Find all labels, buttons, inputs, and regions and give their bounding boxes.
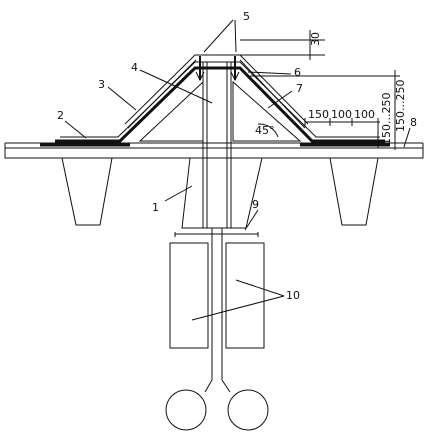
dim-spacing-1: 150 <box>308 108 329 121</box>
callout-3: 3 <box>98 78 105 91</box>
callout-9: 9 <box>252 198 259 211</box>
leader-lines <box>64 19 411 321</box>
callout-1: 1 <box>152 201 159 214</box>
callout-5: 5 <box>243 10 250 23</box>
callout-6: 6 <box>294 66 301 79</box>
callout-4: 4 <box>131 61 138 74</box>
dim-height-range: 150...250 <box>394 80 407 132</box>
lower-joint <box>174 228 259 380</box>
insulation-fill-right <box>232 80 302 142</box>
block-left <box>169 242 209 349</box>
fasteners <box>195 56 240 82</box>
dim-spacing-3: 100 <box>354 108 375 121</box>
left-rib <box>61 157 113 226</box>
callout-8: 8 <box>410 116 417 129</box>
callout-10: 10 <box>286 289 300 302</box>
dim-top-offset: 30 <box>309 32 322 46</box>
block-right <box>225 242 265 349</box>
dim-side-offset: 150...250 <box>380 93 393 145</box>
callout-2: 2 <box>57 109 64 122</box>
bottom-rollers <box>165 379 269 431</box>
center-rib <box>181 157 263 229</box>
dim-angle: 45° <box>255 124 275 137</box>
right-rib <box>329 157 379 226</box>
callout-7: 7 <box>296 82 303 95</box>
dimension-lines <box>240 30 400 150</box>
joint-core <box>206 61 228 229</box>
roofing-layers <box>40 54 390 147</box>
dim-spacing-2: 100 <box>331 108 352 121</box>
